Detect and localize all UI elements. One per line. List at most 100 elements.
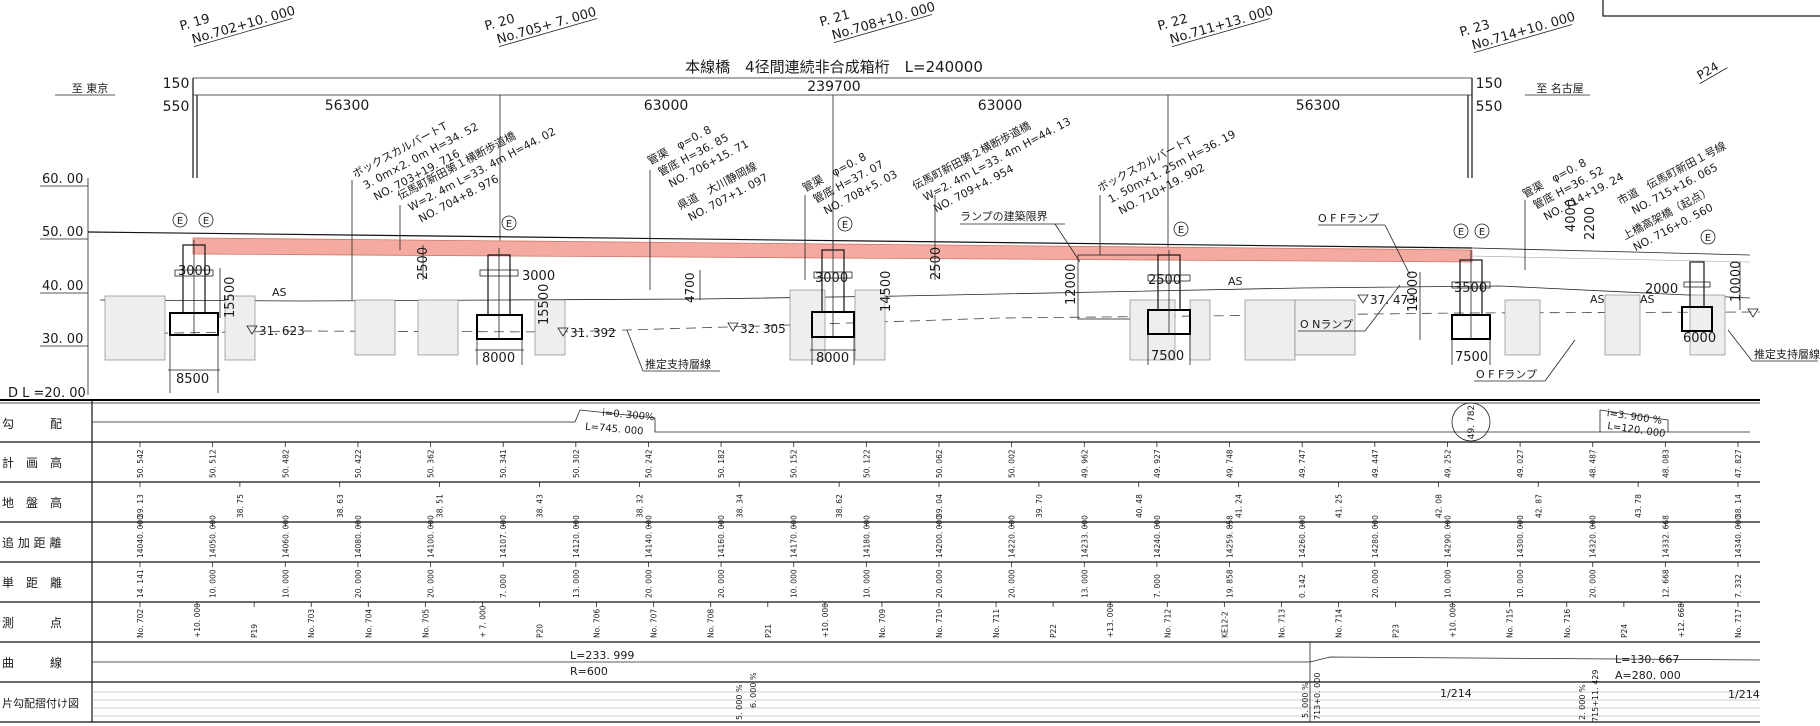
plan-height-value: 49. 927 [1153, 449, 1162, 478]
p22-width: 2500 [1148, 273, 1181, 288]
station-value: No. 716 [1563, 609, 1572, 638]
cum-distance-value: 14160. 000 [717, 515, 726, 558]
row-label-station: 測 点 [2, 616, 62, 630]
dim-end-top-left: 150 [163, 76, 190, 92]
ground-height-value: 41. 24 [1235, 494, 1244, 518]
ground-height-value: 38. 62 [835, 494, 844, 518]
curve-right-l: L=130. 667 [1615, 653, 1679, 666]
svg-text:E: E [177, 216, 183, 227]
p24-footing: 6000 [1683, 331, 1716, 346]
p19-width: 3000 [178, 264, 211, 279]
station-value: No. 714 [1335, 609, 1344, 638]
p20-top-dim: 3000 [522, 269, 555, 284]
ground-height-value: 40. 48 [1135, 494, 1144, 518]
pier-p22 [1129, 250, 1296, 365]
road-surface-line [87, 231, 1473, 249]
grade-row [92, 409, 1750, 433]
pier-header-p22: P. 22 No.711+13. 000 [1156, 4, 1275, 48]
station-value: No. 705 [421, 609, 430, 638]
plan-height-value: 50. 362 [427, 449, 436, 478]
p20-footing: 8000 [482, 351, 515, 366]
plan-height-value: 49. 747 [1298, 449, 1307, 478]
ground-height-value: 38. 32 [635, 494, 644, 518]
cum-distance-value: 14259. 858 [1226, 515, 1235, 558]
as-label-2: AS [1228, 275, 1243, 288]
crossing-pipe-2: 管渠 φ=0. 8 管底 H=37. 07 NO. 708+5. 03 [800, 149, 900, 217]
ground-height-value: 39. 04 [935, 494, 944, 518]
unit-distance-value: 10. 000 [1516, 569, 1525, 598]
svg-text:E: E [842, 220, 848, 231]
station-value: No. 709 [878, 609, 887, 638]
dim-span-2: 63000 [644, 98, 689, 114]
unit-distance-value: 10. 000 [862, 569, 871, 598]
svg-text:E: E [203, 216, 209, 227]
ground-height-value: 38. 34 [735, 494, 744, 518]
support-layer-note-1: 推定支持層線 [645, 357, 711, 371]
cum-distance-value: 14120. 000 [572, 515, 581, 558]
ramp-clearance: 12000 [1064, 264, 1079, 305]
unit-distance-value: 7. 332 [1734, 574, 1743, 598]
ground-height-value: 38. 43 [536, 494, 545, 518]
cum-distance-value: 14240. 000 [1153, 515, 1162, 558]
ground-height-value: 38. 14 [1734, 494, 1743, 518]
p24-height: 10000 [1729, 261, 1744, 302]
plan-height-value: 50. 542 [136, 449, 145, 478]
se-end: 1/214 [1728, 688, 1760, 701]
svg-text:E: E [1479, 227, 1485, 238]
wl-3: 32. 305 [740, 322, 786, 336]
row-label-ground-height: 地 盤 高 [2, 495, 62, 510]
unit-distance-value: 0. 142 [1298, 574, 1307, 598]
station-value: No. 715 [1506, 609, 1515, 638]
pier-p20 [354, 245, 566, 365]
plan-height-value: 50. 062 [935, 449, 944, 478]
p21-clearance: 2500 [929, 247, 944, 280]
elev-60: 60. 00 [42, 172, 83, 187]
station-value: P22 [1049, 624, 1058, 638]
table-row-labels: 勾 配 計 画 高 地 盤 高 追 加 距 離 単 距 離 測 点 曲 線 片勾… [2, 417, 79, 710]
station-value: +10. 000 [1449, 603, 1458, 638]
station-value: No. 704 [364, 609, 373, 638]
plan-height-value: 49. 252 [1443, 449, 1452, 478]
curve-right-a: A=280. 000 [1615, 669, 1681, 682]
profile-table [0, 399, 1760, 723]
vertical-curve-circle [1451, 402, 1491, 442]
curve-left-r: R=600 [570, 665, 608, 678]
cum-distance-value: 14260. 000 [1298, 515, 1307, 558]
wl-1: 31. 623 [259, 324, 305, 338]
plan-height-value: 49. 027 [1516, 449, 1525, 478]
p21-height: 14500 [879, 271, 894, 312]
unit-distance-value: 13. 000 [572, 569, 581, 598]
station-value: P19 [250, 624, 259, 638]
svg-text:E: E [1458, 227, 1464, 238]
ramp-dim-4000: 4000 [1564, 199, 1579, 232]
ramp-dim-2200: 2200 [1583, 207, 1598, 240]
pier-p23 [1294, 250, 1541, 365]
cum-distance-value: 14050. 000 [209, 515, 218, 558]
support-layer-note-2: 推定支持層線 [1754, 347, 1820, 361]
p22-footing: 7500 [1151, 349, 1184, 364]
cum-distance-value: 14332. 668 [1661, 515, 1670, 558]
station-value: +13. 000 [1106, 603, 1115, 638]
elev-40: 40. 00 [42, 279, 83, 294]
ramp-limit-note: ランプの建築限界 [960, 209, 1048, 223]
unit-distance-value: 20. 000 [1589, 569, 1598, 598]
se-slope: 1/214 [1440, 687, 1472, 700]
se-mid: 5. 000 % [1301, 682, 1310, 718]
cum-distance-value: 14100. 000 [427, 515, 436, 558]
elevation-scale: 60. 00 50. 00 40. 00 30. 00 D L =20. 00 [8, 172, 89, 401]
off-ramp-note-2: O F Fランプ [1476, 368, 1537, 381]
p24-width: 2000 [1645, 282, 1678, 297]
unit-distance-value: 20. 000 [644, 569, 653, 598]
station-value: No. 717 [1734, 609, 1743, 638]
row-label-plan-height: 計 画 高 [2, 455, 62, 470]
ground-height-value: 42. 08 [1434, 494, 1443, 518]
crossing-box-culvert-2: ボックスカルバートT 1. 50m×1. 25m H=36. 19 NO. 71… [1095, 128, 1238, 218]
plan-height-value: 50. 482 [281, 449, 290, 478]
row-label-grade: 勾 配 [2, 417, 62, 431]
grade-left-i: i=0. 300% [602, 408, 655, 424]
pier-p24 [1604, 261, 1741, 356]
cum-distance-value: 14080. 000 [354, 515, 363, 558]
